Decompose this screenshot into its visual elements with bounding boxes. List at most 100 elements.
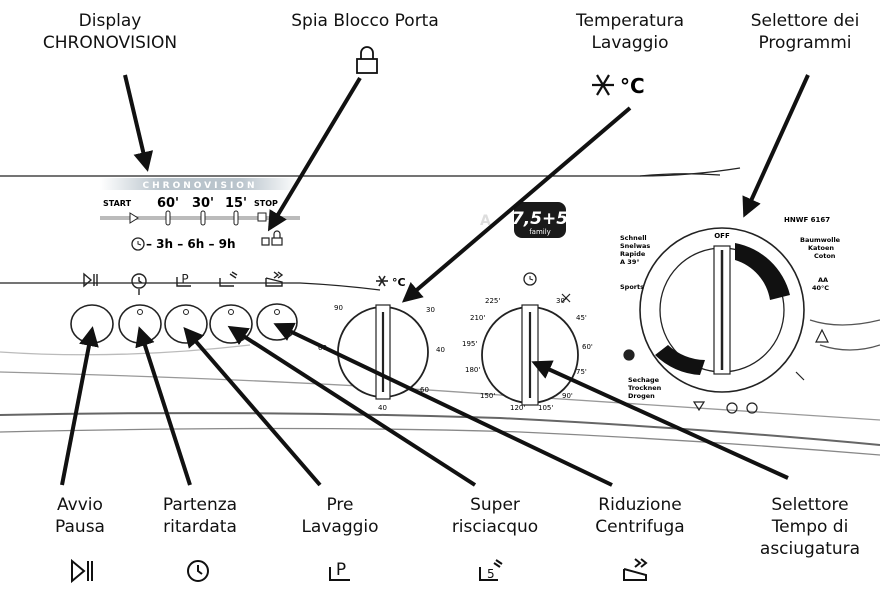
bottom-icons: P 5 <box>71 558 648 584</box>
drying-time-dial[interactable]: 225' 210' 195' 180' 150' 120' 105' 90' 7… <box>462 272 593 412</box>
prog-bottom-2: Drogen <box>628 392 655 400</box>
dry-tick-90: 90' <box>562 392 573 400</box>
prog-sports: Sports <box>620 283 644 291</box>
prog-bottom-0: Sechage <box>628 376 660 384</box>
off-text: OFF <box>714 232 730 240</box>
prog-right-1: Katoen <box>808 244 834 252</box>
prewash-icon: P <box>176 272 191 287</box>
temp-tick-40: 40 <box>436 346 445 354</box>
dry-clock-icon <box>523 272 537 286</box>
callout-dry-time <box>531 360 789 480</box>
callout-door-lock <box>267 76 362 232</box>
pump-icon <box>692 401 706 412</box>
dry-tick-75: 75' <box>576 368 587 376</box>
svg-text:7,5+5: 7,5+5 <box>512 209 568 229</box>
svg-text:5: 5 <box>487 567 495 581</box>
faded-brand: A <box>480 213 494 229</box>
delay-clock-icon <box>131 237 145 251</box>
snowflake-icon <box>376 275 388 287</box>
prog-left-3: A 39° <box>620 258 640 266</box>
temp-tick-90: 90 <box>334 304 343 312</box>
start-text: START <box>103 199 132 208</box>
wool-icon <box>623 349 635 361</box>
delay-hours: – 3h – 6h – 9h <box>146 237 236 251</box>
dry-fan-icon <box>561 293 571 303</box>
label-door-lock: Spia Blocco Porta <box>291 11 439 31</box>
dry-tick-30: 30' <box>556 297 567 305</box>
svg-text:P: P <box>336 560 346 580</box>
spin-reduction-icon-large <box>623 558 648 581</box>
callout-delayed-start <box>135 326 192 486</box>
callout-prewash <box>183 326 322 487</box>
snowflake-celsius-icon <box>592 74 614 96</box>
callout-display <box>123 74 154 172</box>
callout-program-selector <box>742 74 810 218</box>
svg-text:P: P <box>181 272 188 286</box>
svg-text:family: family <box>529 228 551 236</box>
celsius-text: °C <box>620 74 645 98</box>
time-30: 30' <box>192 196 214 211</box>
prog-aa-1: 40°C <box>812 284 829 292</box>
dry-tick-210: 210' <box>470 314 485 322</box>
prog-right-0: Baumwolle <box>800 236 841 244</box>
buttons-row <box>70 303 298 344</box>
callout-temperature <box>401 106 632 303</box>
clock-icon <box>131 273 147 295</box>
prog-bottom-1: Trocknen <box>628 384 662 392</box>
temperature-dial[interactable]: °C 30 40 60 90 60 40 <box>318 275 445 412</box>
spin-reduction-icon <box>265 271 284 287</box>
prog-left-1: Snelwas <box>620 242 650 250</box>
callout-start-pause <box>60 326 99 486</box>
temp-tick-40b: 40 <box>378 404 387 412</box>
door-lock-led-icon <box>261 230 283 246</box>
prog-right-2: Coton <box>814 252 836 260</box>
clock-icon-large <box>187 560 209 582</box>
dry-tick-150: 150' <box>480 392 495 400</box>
capacity-badge: 7,5+5 family <box>512 202 568 238</box>
play-pause-icon <box>83 272 98 288</box>
model-text: HNWF 6167 <box>784 216 830 224</box>
drain-icon <box>746 402 758 414</box>
chronovision-display: CHRONOVISION START STOP 60' 30' 15' – 3h… <box>100 178 300 251</box>
dry-tick-45: 45' <box>576 314 587 322</box>
spin-icon <box>726 402 738 414</box>
dry-tick-120: 120' <box>510 404 525 412</box>
chronovision-text: CHRONOVISION <box>143 181 258 191</box>
time-15: 15' <box>225 196 247 211</box>
time-60: 60' <box>157 196 179 211</box>
dry-tick-195: 195' <box>462 340 477 348</box>
dry-tick-60: 60' <box>582 343 593 351</box>
prog-aa-0: AA <box>818 276 828 284</box>
temp-tick-30: 30 <box>426 306 435 314</box>
play-pause-icon-large <box>71 558 93 584</box>
temp-unit: °C <box>392 276 406 289</box>
flask-icon <box>815 328 829 343</box>
prog-left-2: Rapide <box>620 250 646 258</box>
button-icons-row: P <box>83 271 284 295</box>
dry-tick-225: 225' <box>485 297 500 305</box>
program-icons <box>623 328 829 414</box>
prewash-icon-large: P <box>329 560 350 581</box>
program-selector-dial[interactable]: OFF HNWF 6167 Schnell Snelwas Rapide A 3… <box>620 216 841 414</box>
dry-tick-180: 180' <box>465 366 480 374</box>
prog-left-0: Schnell <box>620 234 647 242</box>
dry-tick-105: 105' <box>538 404 553 412</box>
rinse-icon <box>219 271 238 287</box>
callout-lines <box>60 74 810 487</box>
padlock-icon <box>356 46 378 74</box>
callout-super-rinse <box>227 325 477 487</box>
rinse-icon-large: 5 <box>479 559 503 581</box>
temp-tick-60: 60 <box>420 386 429 394</box>
brush-icon <box>795 371 805 381</box>
callout-spin-reduction <box>273 322 613 487</box>
